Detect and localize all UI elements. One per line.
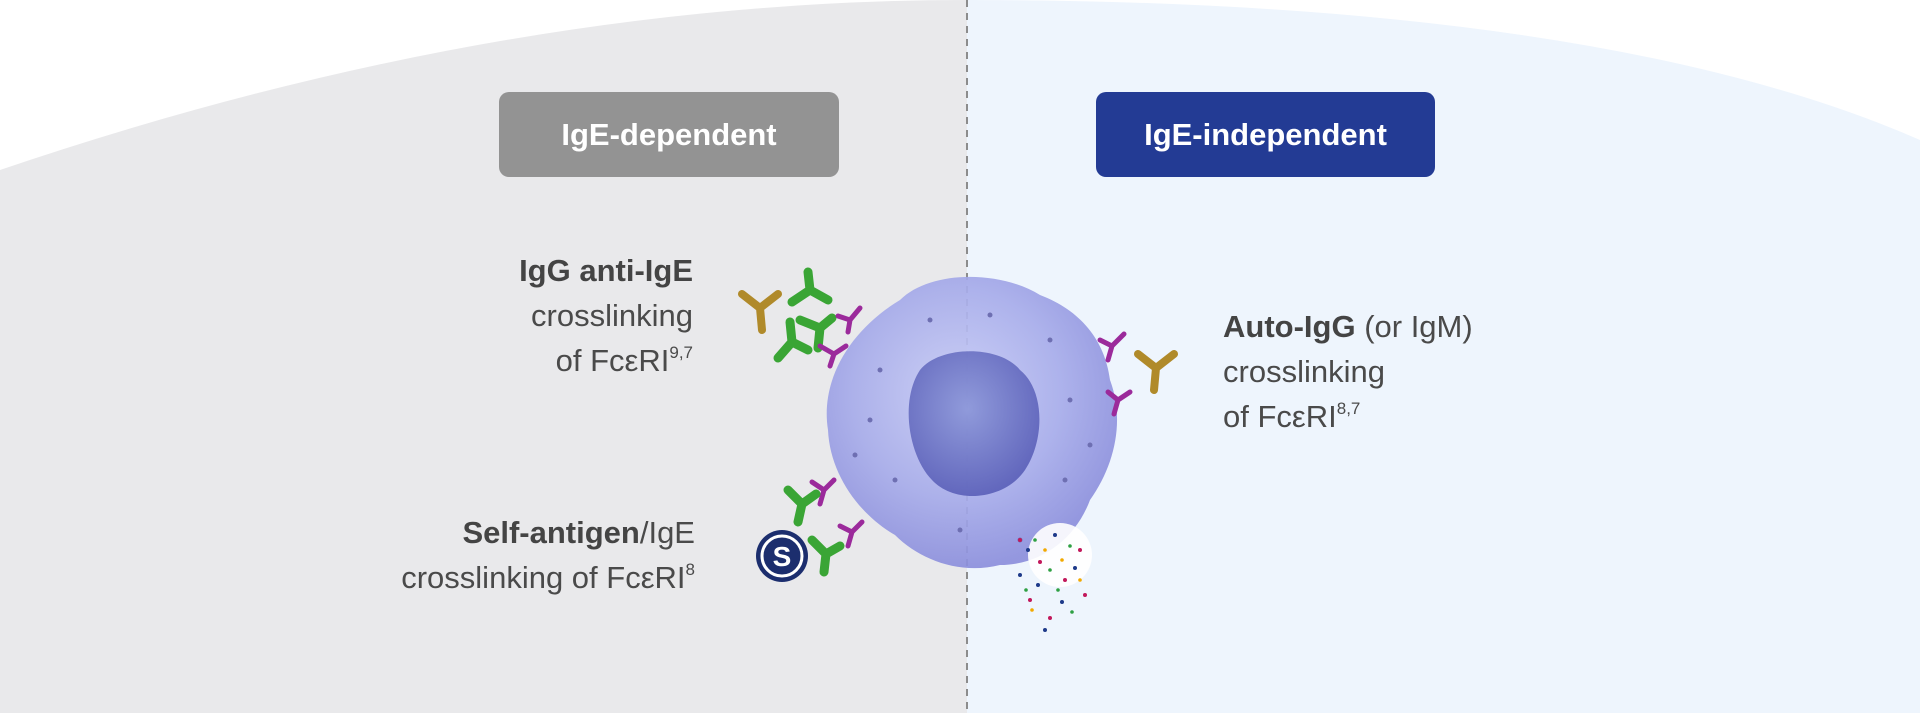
self-antigen-ref: 8: [685, 560, 695, 579]
fcri-receptor-icon: [809, 477, 865, 549]
self-antigen-rest: /IgE: [639, 515, 695, 550]
self-antigen-letter: S: [773, 541, 792, 572]
auto-igg-line2: crosslinking: [1223, 354, 1385, 389]
auto-igg-rest: (or IgM): [1355, 309, 1473, 344]
igg-antibody-icon: [783, 485, 845, 577]
right-panel: [967, 0, 1920, 713]
ige-dependent-header: IgE-dependent: [499, 92, 839, 177]
igg-anti-ige-title: IgG anti-IgE: [519, 253, 693, 288]
auto-igg-title: Auto-IgG: [1223, 309, 1356, 344]
self-antigen-label: Self-antigen/IgE crosslinking of FcεRI8: [300, 510, 695, 600]
fcri-receptor-icon: [817, 305, 863, 369]
self-antigen-line2: crosslinking of FcεRI: [401, 560, 686, 595]
auto-igg-ref: 8,7: [1336, 399, 1361, 418]
mast-cell-illustration: S: [738, 267, 1178, 632]
ige-antibody-icon: [738, 290, 782, 334]
igg-anti-ige-label: IgG anti-IgE crosslinking of FcεRI9,7: [360, 248, 693, 383]
igg-anti-ige-line3: of FcεRI: [555, 343, 670, 378]
auto-igg-label: Auto-IgG (or IgM) crosslinking of FcεRI8…: [1223, 304, 1643, 439]
igg-anti-ige-line2: crosslinking: [531, 298, 693, 333]
mediator-release-icon: [1018, 523, 1092, 632]
ige-antibody-icon: [1134, 350, 1178, 394]
igg-anti-ige-ref: 9,7: [669, 343, 693, 362]
mast-cell-icon: [826, 276, 1118, 569]
self-antigen-icon: S: [756, 530, 808, 582]
left-panel: [0, 0, 967, 713]
ige-independent-header: IgE-independent: [1096, 92, 1435, 177]
self-antigen-title: Self-antigen: [462, 515, 640, 550]
auto-igg-line3: of FcεRI: [1223, 399, 1337, 434]
fcri-receptor-icon: [1097, 331, 1133, 417]
igg-antibody-icon: [773, 267, 837, 363]
